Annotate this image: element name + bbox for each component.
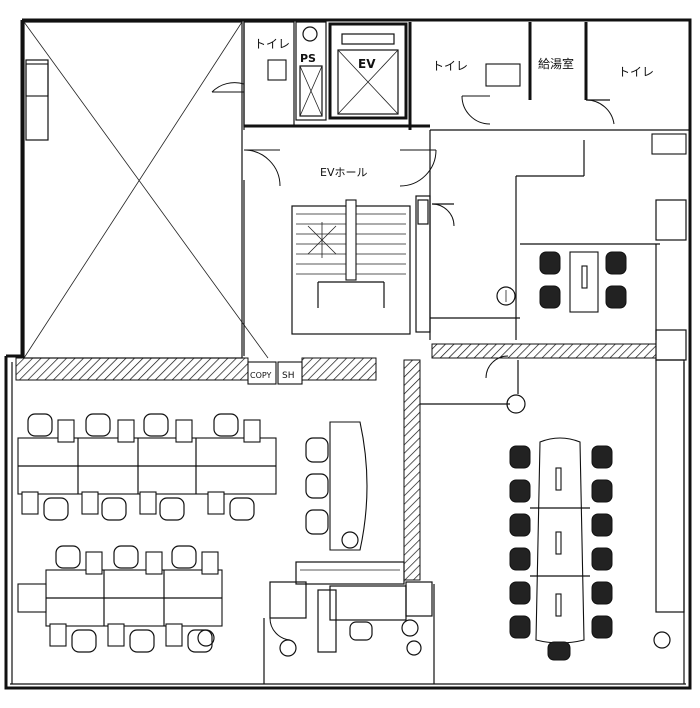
toilet-label-left: トイレ [254,37,290,51]
ps-label: PS [300,52,316,65]
conference-room [420,355,685,661]
manager-desk [305,421,368,551]
small-meeting-room [429,130,687,361]
storage-area [263,561,435,684]
void-area [23,21,269,359]
sh-label: SH [282,371,294,381]
core-top [211,21,430,128]
desk-row-upper [17,413,277,521]
toilet-label-center: トイレ [432,59,468,73]
hatched-walls [15,343,657,581]
copy-sh-units [247,361,303,385]
toilet-label-right: トイレ [618,65,654,79]
copy-label: COPY [250,371,272,380]
ev-label: EV [358,57,376,71]
ev-hall-label: EVホール [320,166,367,179]
ev-hall-stairs [243,149,455,335]
toilets-right [408,22,690,155]
labels: トイレ PS EV トイレ 給湯室 トイレ EVホール COPY SH [250,37,654,381]
desk-row-lower [17,545,223,653]
kitchenette-label: 給湯室 [538,56,574,71]
